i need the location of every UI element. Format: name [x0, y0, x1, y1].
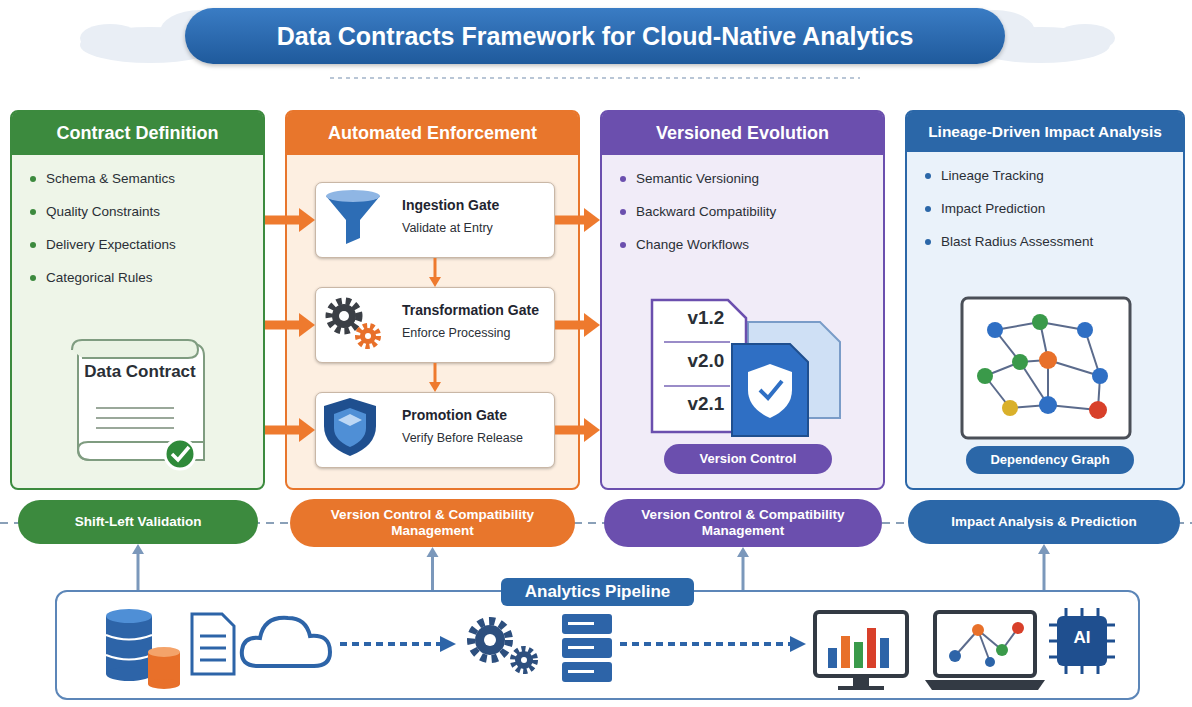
- label-pill: Version Control & Compatibility Manageme…: [604, 499, 882, 547]
- arrow-shaft: [555, 426, 584, 435]
- arrow-shaft: [265, 426, 299, 435]
- gate-title: Ingestion Gate: [402, 197, 548, 213]
- flow-arrow: [1038, 544, 1050, 590]
- label-wrap: AI: [1057, 628, 1107, 648]
- bullet-row: Change Workflows: [620, 235, 869, 255]
- gate-subtitle: Enforce Processing: [402, 326, 548, 340]
- stage-panel: Contract DefinitionSchema & SemanticsQua…: [10, 110, 265, 490]
- pill-text: Dependency Graph: [990, 452, 1109, 468]
- bullet-dot: [620, 209, 626, 215]
- arrow-head: [132, 544, 144, 554]
- bullet-text: Quality Constraints: [46, 202, 249, 222]
- label-pill: Dependency Graph: [966, 446, 1134, 474]
- panel-heading: Contract Definition: [12, 112, 263, 155]
- bullet-row: Semantic Versioning: [620, 169, 869, 189]
- bullet-dot: [925, 206, 931, 212]
- arrow-head: [584, 418, 600, 442]
- label-pill: Impact Analysis & Prediction: [908, 500, 1180, 544]
- arrow-head: [1038, 544, 1050, 554]
- arrow-shaft: [555, 321, 584, 330]
- bullet-row: Quality Constraints: [30, 202, 249, 222]
- bullet-text: Lineage Tracking: [941, 166, 1169, 186]
- bullet-text: Delivery Expectations: [46, 235, 249, 255]
- arrow-shaft: [1043, 554, 1046, 590]
- chip-label: AI: [1057, 628, 1107, 648]
- bullet-dot: [925, 173, 931, 179]
- flow-arrow: [737, 547, 749, 590]
- arrow-shaft: [265, 216, 299, 225]
- bullet-dot: [620, 176, 626, 182]
- gate-subtitle: Validate at Entry: [402, 221, 548, 235]
- panel-heading: Automated Enforcement: [287, 112, 578, 155]
- bullet-row: Categorical Rules: [30, 268, 249, 288]
- bullet-text: Backward Compatibility: [636, 202, 869, 222]
- bullet-row: Impact Prediction: [925, 199, 1169, 219]
- label-pill: Version Control: [664, 444, 832, 474]
- bullet-text: Impact Prediction: [941, 199, 1169, 219]
- version-number: v2.0: [676, 350, 736, 372]
- label-pill: Version Control & Compatibility Manageme…: [290, 499, 575, 547]
- gate-title: Promotion Gate: [402, 407, 548, 423]
- panel-heading: Lineage-Driven Impact Analysis: [907, 112, 1183, 152]
- title-banner: Data Contracts Framework for Cloud-Nativ…: [185, 8, 1005, 64]
- arrow-shaft: [434, 363, 437, 382]
- pill-text: Version Control & Compatibility Manageme…: [626, 507, 861, 539]
- panel-heading: Versioned Evolution: [602, 112, 883, 155]
- bullet-dot: [30, 275, 36, 281]
- flow-arrow: [132, 544, 144, 590]
- pill-text: Shift-Left Validation: [75, 514, 202, 530]
- pill-text: Version Control & Compatibility Manageme…: [315, 507, 550, 539]
- version-number: v2.1: [676, 393, 736, 415]
- bullet-row: Backward Compatibility: [620, 202, 869, 222]
- bullet-row: Blast Radius Assessment: [925, 232, 1169, 252]
- label-pill: Shift-Left Validation: [18, 500, 258, 544]
- arrow-head: [737, 547, 749, 557]
- dependency-graph-monitor: [962, 298, 1130, 438]
- flow-arrow: [427, 547, 439, 590]
- pill-text: Impact Analysis & Prediction: [951, 514, 1137, 530]
- bullet-dot: [30, 209, 36, 215]
- arrow-head: [584, 313, 600, 337]
- arrow-shaft: [742, 557, 745, 590]
- arrow-head: [427, 547, 439, 557]
- label-wrap: v1.2: [676, 307, 736, 329]
- bullet-text: Blast Radius Assessment: [941, 232, 1169, 252]
- gate-title: Transformation Gate: [402, 302, 548, 318]
- bullet-text: Semantic Versioning: [636, 169, 869, 189]
- label-wrap: v2.0: [676, 350, 736, 372]
- arrow-shaft: [555, 216, 584, 225]
- arrow-shaft: [265, 321, 299, 330]
- bullet-row: Delivery Expectations: [30, 235, 249, 255]
- bullet-row: Schema & Semantics: [30, 169, 249, 189]
- arrow-shaft: [434, 258, 437, 277]
- bullet-dot: [620, 242, 626, 248]
- arrow-head: [584, 208, 600, 232]
- gate-subtitle: Verify Before Release: [402, 431, 548, 445]
- bullet-text: Categorical Rules: [46, 268, 249, 288]
- bullet-text: Schema & Semantics: [46, 169, 249, 189]
- pipeline-heading: Analytics Pipeline: [501, 578, 695, 606]
- bullet-dot: [30, 242, 36, 248]
- check-seal: [165, 439, 195, 469]
- bullet-dot: [30, 176, 36, 182]
- bullet-dot: [925, 239, 931, 245]
- arrow-shaft: [431, 557, 434, 590]
- version-number: v1.2: [676, 307, 736, 329]
- label-wrap: v2.1: [676, 393, 736, 415]
- arrow-shaft: [137, 554, 140, 590]
- title-banner-wrap: Data Contracts Framework for Cloud-Nativ…: [185, 8, 1005, 64]
- pill-text: Version Control: [700, 451, 797, 467]
- bullet-row: Lineage Tracking: [925, 166, 1169, 186]
- bullet-text: Change Workflows: [636, 235, 869, 255]
- contract-title: Data Contract: [84, 362, 196, 382]
